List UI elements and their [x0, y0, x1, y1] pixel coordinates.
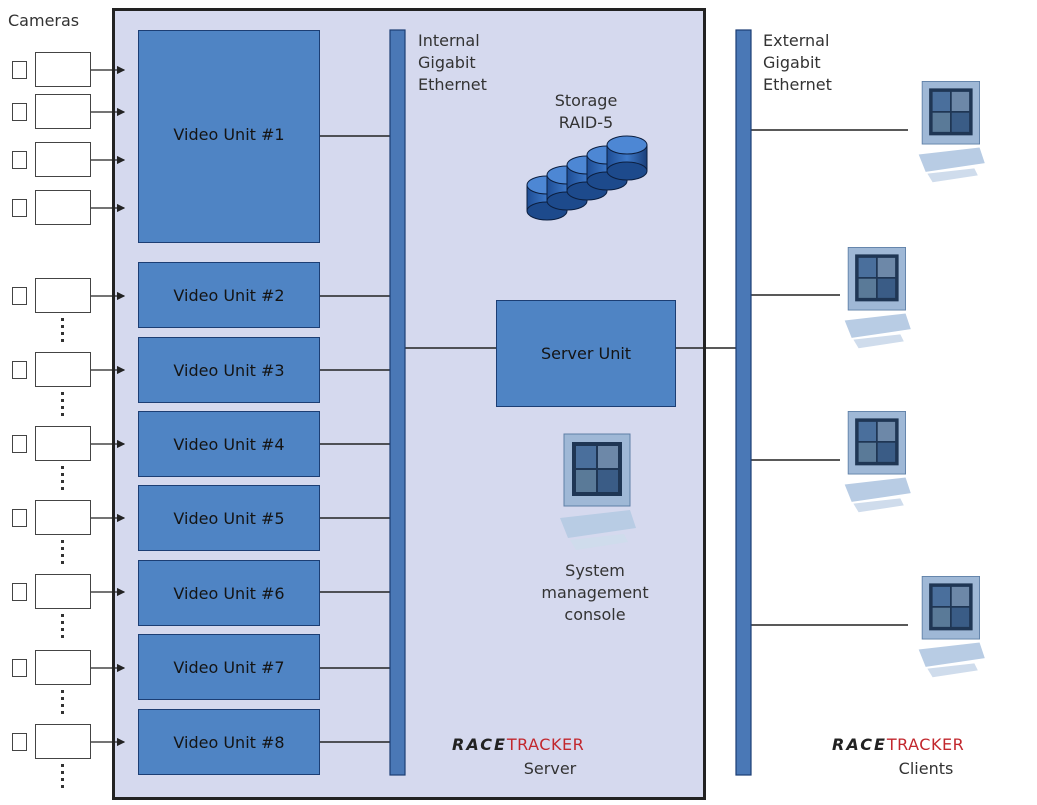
logo-race: RACE	[452, 735, 507, 754]
video-unit-3: Video Unit #3	[138, 337, 320, 403]
more-cameras-ellipsis	[61, 764, 64, 792]
cameras-label: Cameras	[8, 11, 80, 30]
video-unit-4: Video Unit #4	[138, 411, 320, 477]
computer-monitor-icon	[918, 81, 985, 183]
video-unit-label: Video Unit #1	[173, 125, 285, 144]
storage-label: Storage RAID-5	[554, 91, 618, 132]
video-unit-label: Video Unit #4	[173, 434, 285, 454]
computer-monitor-icon	[560, 433, 636, 550]
more-cameras-ellipsis	[61, 690, 64, 718]
video-unit-7: Video Unit #7	[138, 634, 320, 700]
computer-monitor-icon	[844, 411, 911, 513]
server-unit: Server Unit	[496, 300, 676, 407]
more-cameras-ellipsis	[61, 540, 64, 568]
server-unit-label: Server Unit	[540, 344, 632, 363]
console-label: System management console	[541, 561, 649, 624]
internal-network-label: Internal Gigabit Ethernet	[418, 31, 487, 94]
logo-tracker: TRACKER	[886, 735, 965, 754]
raid-disk-icon	[526, 135, 648, 221]
server-caption: Server	[523, 759, 577, 778]
clients-caption: Clients	[898, 759, 954, 778]
video-unit-label: Video Unit #2	[173, 285, 285, 305]
video-unit-6: Video Unit #6	[138, 560, 320, 626]
more-cameras-ellipsis	[61, 318, 64, 346]
more-cameras-ellipsis	[61, 392, 64, 420]
video-unit-1: Video Unit #1	[138, 30, 320, 243]
video-unit-label: Video Unit #6	[173, 583, 285, 603]
logo-race: RACE	[832, 735, 887, 754]
video-unit-5: Video Unit #5	[138, 485, 320, 551]
video-unit-label: Video Unit #8	[173, 732, 285, 752]
video-unit-label: Video Unit #3	[173, 360, 285, 380]
more-cameras-ellipsis	[61, 466, 64, 494]
computer-monitor-icon	[918, 576, 985, 678]
logo-tracker: TRACKER	[506, 735, 585, 754]
external-network-label: External Gigabit Ethernet	[763, 31, 832, 94]
video-unit-2: Video Unit #2	[138, 262, 320, 328]
video-unit-8: Video Unit #8	[138, 709, 320, 775]
video-unit-label: Video Unit #7	[173, 657, 285, 677]
racetracker-logo-clients: RACETRACKER	[832, 735, 964, 755]
more-cameras-ellipsis	[61, 614, 64, 642]
racetracker-logo-server: RACETRACKER	[452, 735, 584, 755]
video-unit-label: Video Unit #5	[173, 508, 285, 528]
computer-monitor-icon	[844, 247, 911, 349]
